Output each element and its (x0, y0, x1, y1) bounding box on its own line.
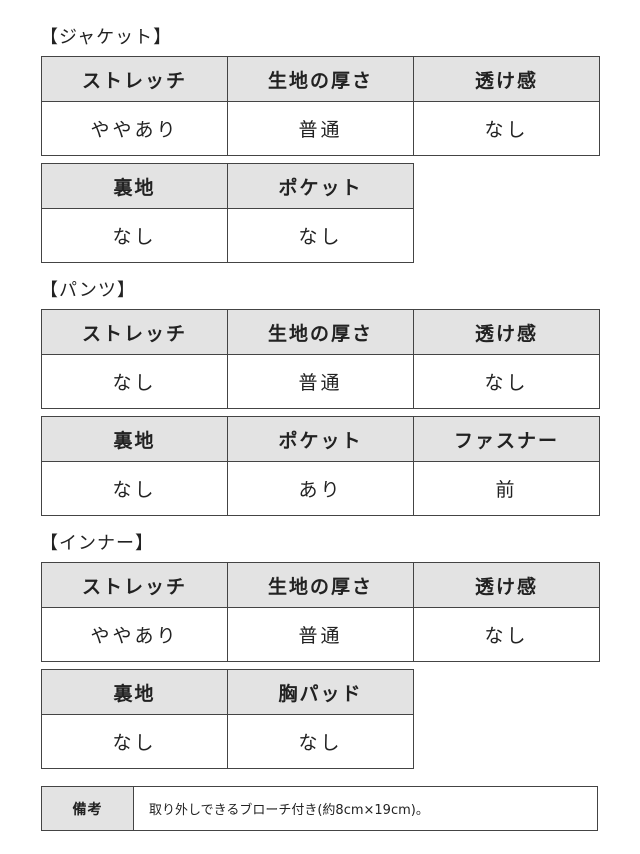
lining-value: なし (41, 208, 228, 263)
fabric-thickness-value: 普通 (227, 607, 414, 662)
pants-section-title: 【パンツ】 (40, 280, 136, 301)
zipper-header: ファスナー (413, 416, 600, 462)
stretch-value: なし (41, 354, 228, 409)
fabric-thickness-header: 生地の厚さ (227, 56, 414, 102)
lining-header: 裏地 (41, 163, 228, 209)
pocket-value: あり (227, 461, 414, 516)
lining-header: 裏地 (41, 416, 228, 462)
remarks-box: 備考 取り外しできるブローチ付き(約8cm×19cm)。 (41, 786, 598, 831)
stretch-value: ややあり (41, 607, 228, 662)
inner-spec-table-1: ストレッチ 生地の厚さ 透け感 ややあり 普通 なし (41, 562, 600, 662)
lining-header: 裏地 (41, 669, 228, 715)
pocket-value: なし (227, 208, 414, 263)
fabric-thickness-header: 生地の厚さ (227, 562, 414, 608)
fabric-thickness-header: 生地の厚さ (227, 309, 414, 355)
sheerness-header: 透け感 (413, 56, 600, 102)
sheerness-value: なし (413, 354, 600, 409)
fabric-thickness-value: 普通 (227, 101, 414, 156)
pocket-header: ポケット (227, 416, 414, 462)
lining-value: なし (41, 461, 228, 516)
sheerness-value: なし (413, 101, 600, 156)
sheerness-header: 透け感 (413, 309, 600, 355)
jacket-spec-table-2: 裏地 ポケット なし なし (41, 163, 414, 263)
bust-pad-value: なし (227, 714, 414, 769)
inner-section-title: 【インナー】 (40, 533, 154, 554)
jacket-section-title: 【ジャケット】 (40, 27, 173, 48)
stretch-header: ストレッチ (41, 309, 228, 355)
jacket-spec-table-1: ストレッチ 生地の厚さ 透け感 ややあり 普通 なし (41, 56, 600, 156)
lining-value: なし (41, 714, 228, 769)
stretch-value: ややあり (41, 101, 228, 156)
pants-spec-table-1: ストレッチ 生地の厚さ 透け感 なし 普通 なし (41, 309, 600, 409)
bust-pad-header: 胸パッド (227, 669, 414, 715)
fabric-thickness-value: 普通 (227, 354, 414, 409)
zipper-value: 前 (413, 461, 600, 516)
sheerness-value: なし (413, 607, 600, 662)
remarks-label: 備考 (42, 787, 134, 830)
pants-spec-table-2: 裏地 ポケット ファスナー なし あり 前 (41, 416, 600, 516)
inner-spec-table-2: 裏地 胸パッド なし なし (41, 669, 414, 769)
pocket-header: ポケット (227, 163, 414, 209)
stretch-header: ストレッチ (41, 56, 228, 102)
stretch-header: ストレッチ (41, 562, 228, 608)
remarks-text: 取り外しできるブローチ付き(約8cm×19cm)。 (149, 803, 429, 818)
sheerness-header: 透け感 (413, 562, 600, 608)
